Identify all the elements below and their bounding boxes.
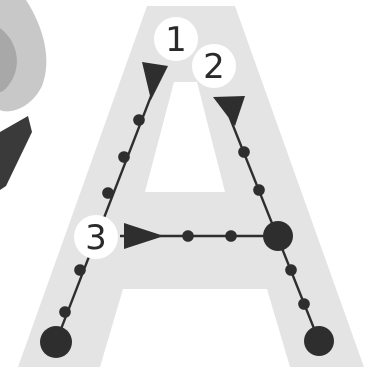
stroke-3-dot [182,230,194,242]
stroke-1-dot [118,151,130,163]
stroke-number-3: 3 [74,215,118,259]
stroke-3-arrow-icon [124,223,164,249]
side-illustration [0,0,47,190]
stroke-1-dot [133,114,145,126]
stroke-1-dot [59,306,71,318]
stroke-1-dot [102,187,114,199]
letter-a-outline [18,6,364,367]
stroke-number-2-label: 2 [203,47,225,87]
stroke-2-dot [298,298,310,310]
stroke-1-dot [74,264,86,276]
side-illustration-mid-shape [0,28,17,92]
stroke-3-path [120,223,278,249]
stroke-1-path [40,62,168,358]
stroke-number-3-badge [74,215,118,259]
stroke-number-2: 2 [192,44,236,88]
stroke-number-1: 1 [154,17,198,61]
side-illustration-light-shape [0,0,47,112]
stroke-number-1-badge [154,17,198,61]
stroke-3-dot [225,230,237,242]
side-illustration-dark-shape [0,116,32,190]
stroke-number-2-badge [192,44,236,88]
stroke-number-1-label: 1 [165,20,187,60]
letter-a-shape [18,6,364,367]
stroke-1-end-marker [40,326,72,358]
stroke-number-3-label: 3 [85,218,107,258]
stroke-2-dot [238,146,250,158]
stroke-2-dot [253,184,265,196]
stroke-2-end-marker [304,326,334,356]
stroke-2-dot [285,264,297,276]
stroke-1-arrow-icon [142,62,168,100]
stroke-2-arrow-icon [213,96,245,126]
